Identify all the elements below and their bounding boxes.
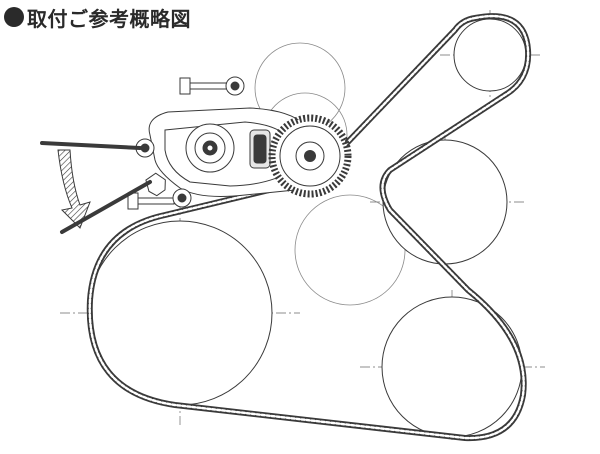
bolt-icon xyxy=(127,76,245,210)
idler-pulley-icon xyxy=(268,114,352,198)
title-text: 取付ご参考概略図 xyxy=(27,6,191,31)
alternator-pulley xyxy=(453,18,527,92)
page-title: 取付ご参考概略図 xyxy=(4,2,191,32)
idler-pulley-right xyxy=(382,139,508,265)
bullet-icon xyxy=(4,7,24,27)
rotation-arrow-icon xyxy=(40,141,152,234)
ac-compressor-pulley xyxy=(381,296,523,438)
